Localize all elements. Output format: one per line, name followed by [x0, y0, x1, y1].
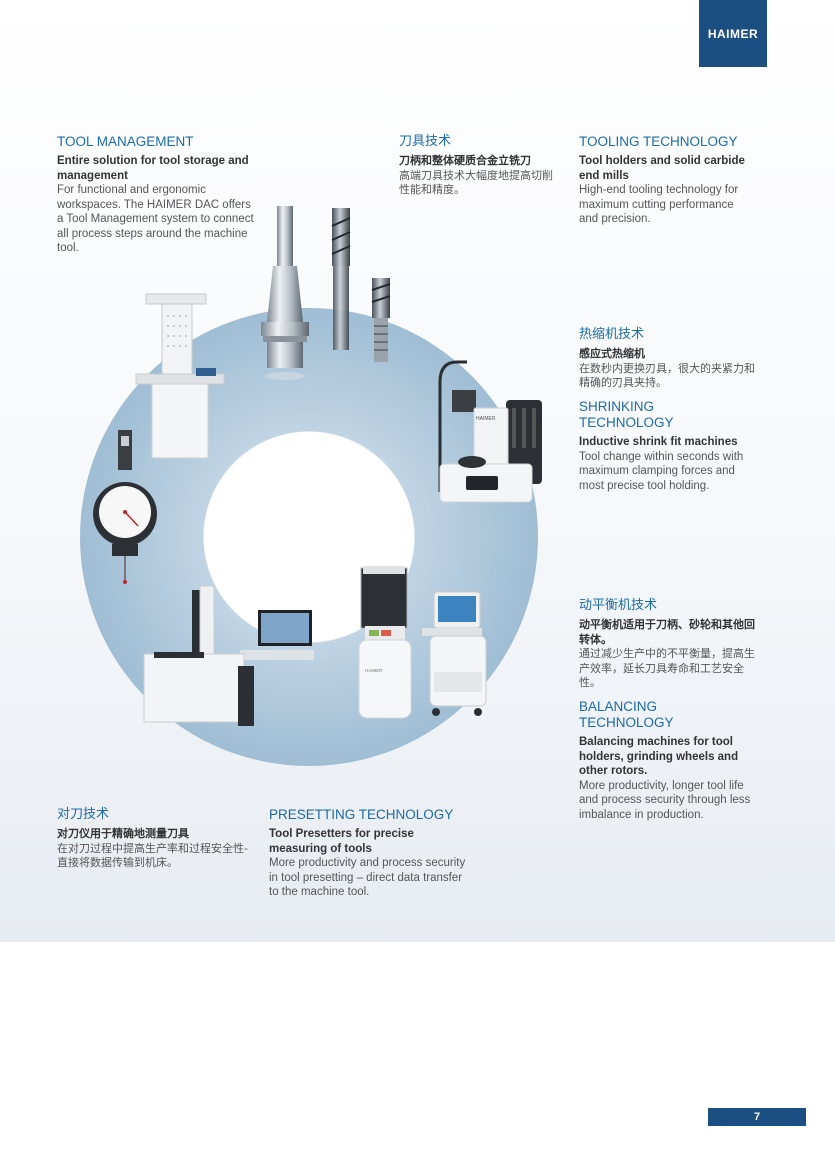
tooling-en-body: High-end tooling technology for maximum …: [579, 184, 739, 225]
tool-management-block: TOOL MANAGEMENT Entire solution for tool…: [57, 134, 257, 256]
balancing-en-body: More productivity, longer tool life and …: [579, 779, 751, 821]
balancing-machine-image: HAIMER: [358, 566, 412, 719]
balancing-en-heading: BALANCING TECHNOLOGY: [579, 699, 674, 730]
tool-presetter-image: [143, 585, 314, 726]
balancing-cn-body: 通过减少生产中的不平衡量，提高生产效率，延长刀具寿命和工艺安全性。: [579, 647, 755, 689]
presetting-cn-heading: 对刀技术: [57, 807, 110, 822]
tooling-en-block: TOOLING TECHNOLOGY Tool holders and soli…: [579, 134, 747, 227]
balancing-en-subtitle: Balancing machines for tool holders, gri…: [579, 736, 739, 777]
balancing-en-block: BALANCING TECHNOLOGY Balancing machines …: [579, 699, 755, 822]
tool-holder-image: [261, 206, 309, 380]
tooling-cn-block: 刀具技术 刀柄和整体硬质合金立铣刀 高端刀具技术大幅度地提高切削性能和精度。: [399, 134, 563, 198]
terminal-station-image: [422, 591, 487, 716]
balancing-cn-heading: 动平衡机技术: [579, 598, 658, 613]
presetting-en-subtitle: Tool Presetters for precise measuring of…: [269, 828, 414, 855]
tooling-en-heading: TOOLING TECHNOLOGY: [579, 134, 738, 149]
dial-gauge-image: [93, 430, 157, 584]
shrinking-en-block: SHRINKING TECHNOLOGY Inductive shrink fi…: [579, 399, 751, 493]
shrinking-en-heading: SHRINKING TECHNOLOGY: [579, 399, 674, 430]
balancer-brand-label: HAIMER: [365, 668, 383, 673]
shrinking-cn-block: 热缩机技术 感应式热缩机 在数秒内更换刃具，很大的夹紧力和精确的刃具夹持。: [579, 327, 755, 391]
presetting-cn-subtitle: 对刀仪用于精确地测量刀具: [57, 827, 189, 840]
presetting-cn-block: 对刀技术 对刀仪用于精确地测量刀具 在对刀过程中提高生产率和过程安全性-直接将数…: [57, 807, 257, 871]
shrink-brand-label: HAIMER: [476, 416, 496, 422]
shrinking-cn-heading: 热缩机技术: [579, 327, 645, 342]
presetting-en-body: More productivity and process security i…: [269, 857, 466, 898]
shrinking-en-body: Tool change within seconds with maximum …: [579, 450, 744, 492]
shrinking-cn-body: 在数秒内更换刃具，很大的夹紧力和精确的刃具夹持。: [579, 361, 755, 390]
tooling-cn-heading: 刀具技术: [399, 134, 452, 149]
balancing-cn-block: 动平衡机技术 动平衡机适用于刀柄、砂轮和其他回转体。 通过减少生产中的不平衡量，…: [579, 598, 763, 691]
end-mill-image: [331, 208, 391, 362]
tooling-cn-subtitle: 刀柄和整体硬质合金立铣刀: [399, 154, 531, 167]
presetting-en-heading: PRESETTING TECHNOLOGY: [269, 807, 454, 822]
page-number: 7: [708, 1108, 806, 1126]
shrinking-en-subtitle: Inductive shrink fit machines: [579, 436, 738, 448]
tool-management-subtitle: Entire solution for tool storage and man…: [57, 155, 249, 182]
tooling-en-subtitle: Tool holders and solid carbide end mills: [579, 155, 745, 182]
tool-management-body: For functional and ergonomic workspaces.…: [57, 184, 254, 254]
tool-management-heading: TOOL MANAGEMENT: [57, 134, 194, 149]
presetting-cn-body: 在对刀过程中提高生产率和过程安全性-直接将数据传输到机床。: [57, 841, 248, 870]
tool-management-cabinet-image: [135, 293, 225, 459]
tooling-cn-body: 高端刀具技术大幅度地提高切削性能和精度。: [399, 168, 553, 197]
shrink-fit-machine-image: HAIMER: [438, 360, 542, 503]
haimer-logo: HAIMER: [699, 0, 767, 67]
presetting-en-block: PRESETTING TECHNOLOGY Tool Presetters fo…: [269, 807, 469, 900]
balancing-cn-subtitle: 动平衡机适用于刀柄、砂轮和其他回转体。: [579, 618, 755, 646]
shrinking-cn-subtitle: 感应式热缩机: [579, 347, 645, 360]
